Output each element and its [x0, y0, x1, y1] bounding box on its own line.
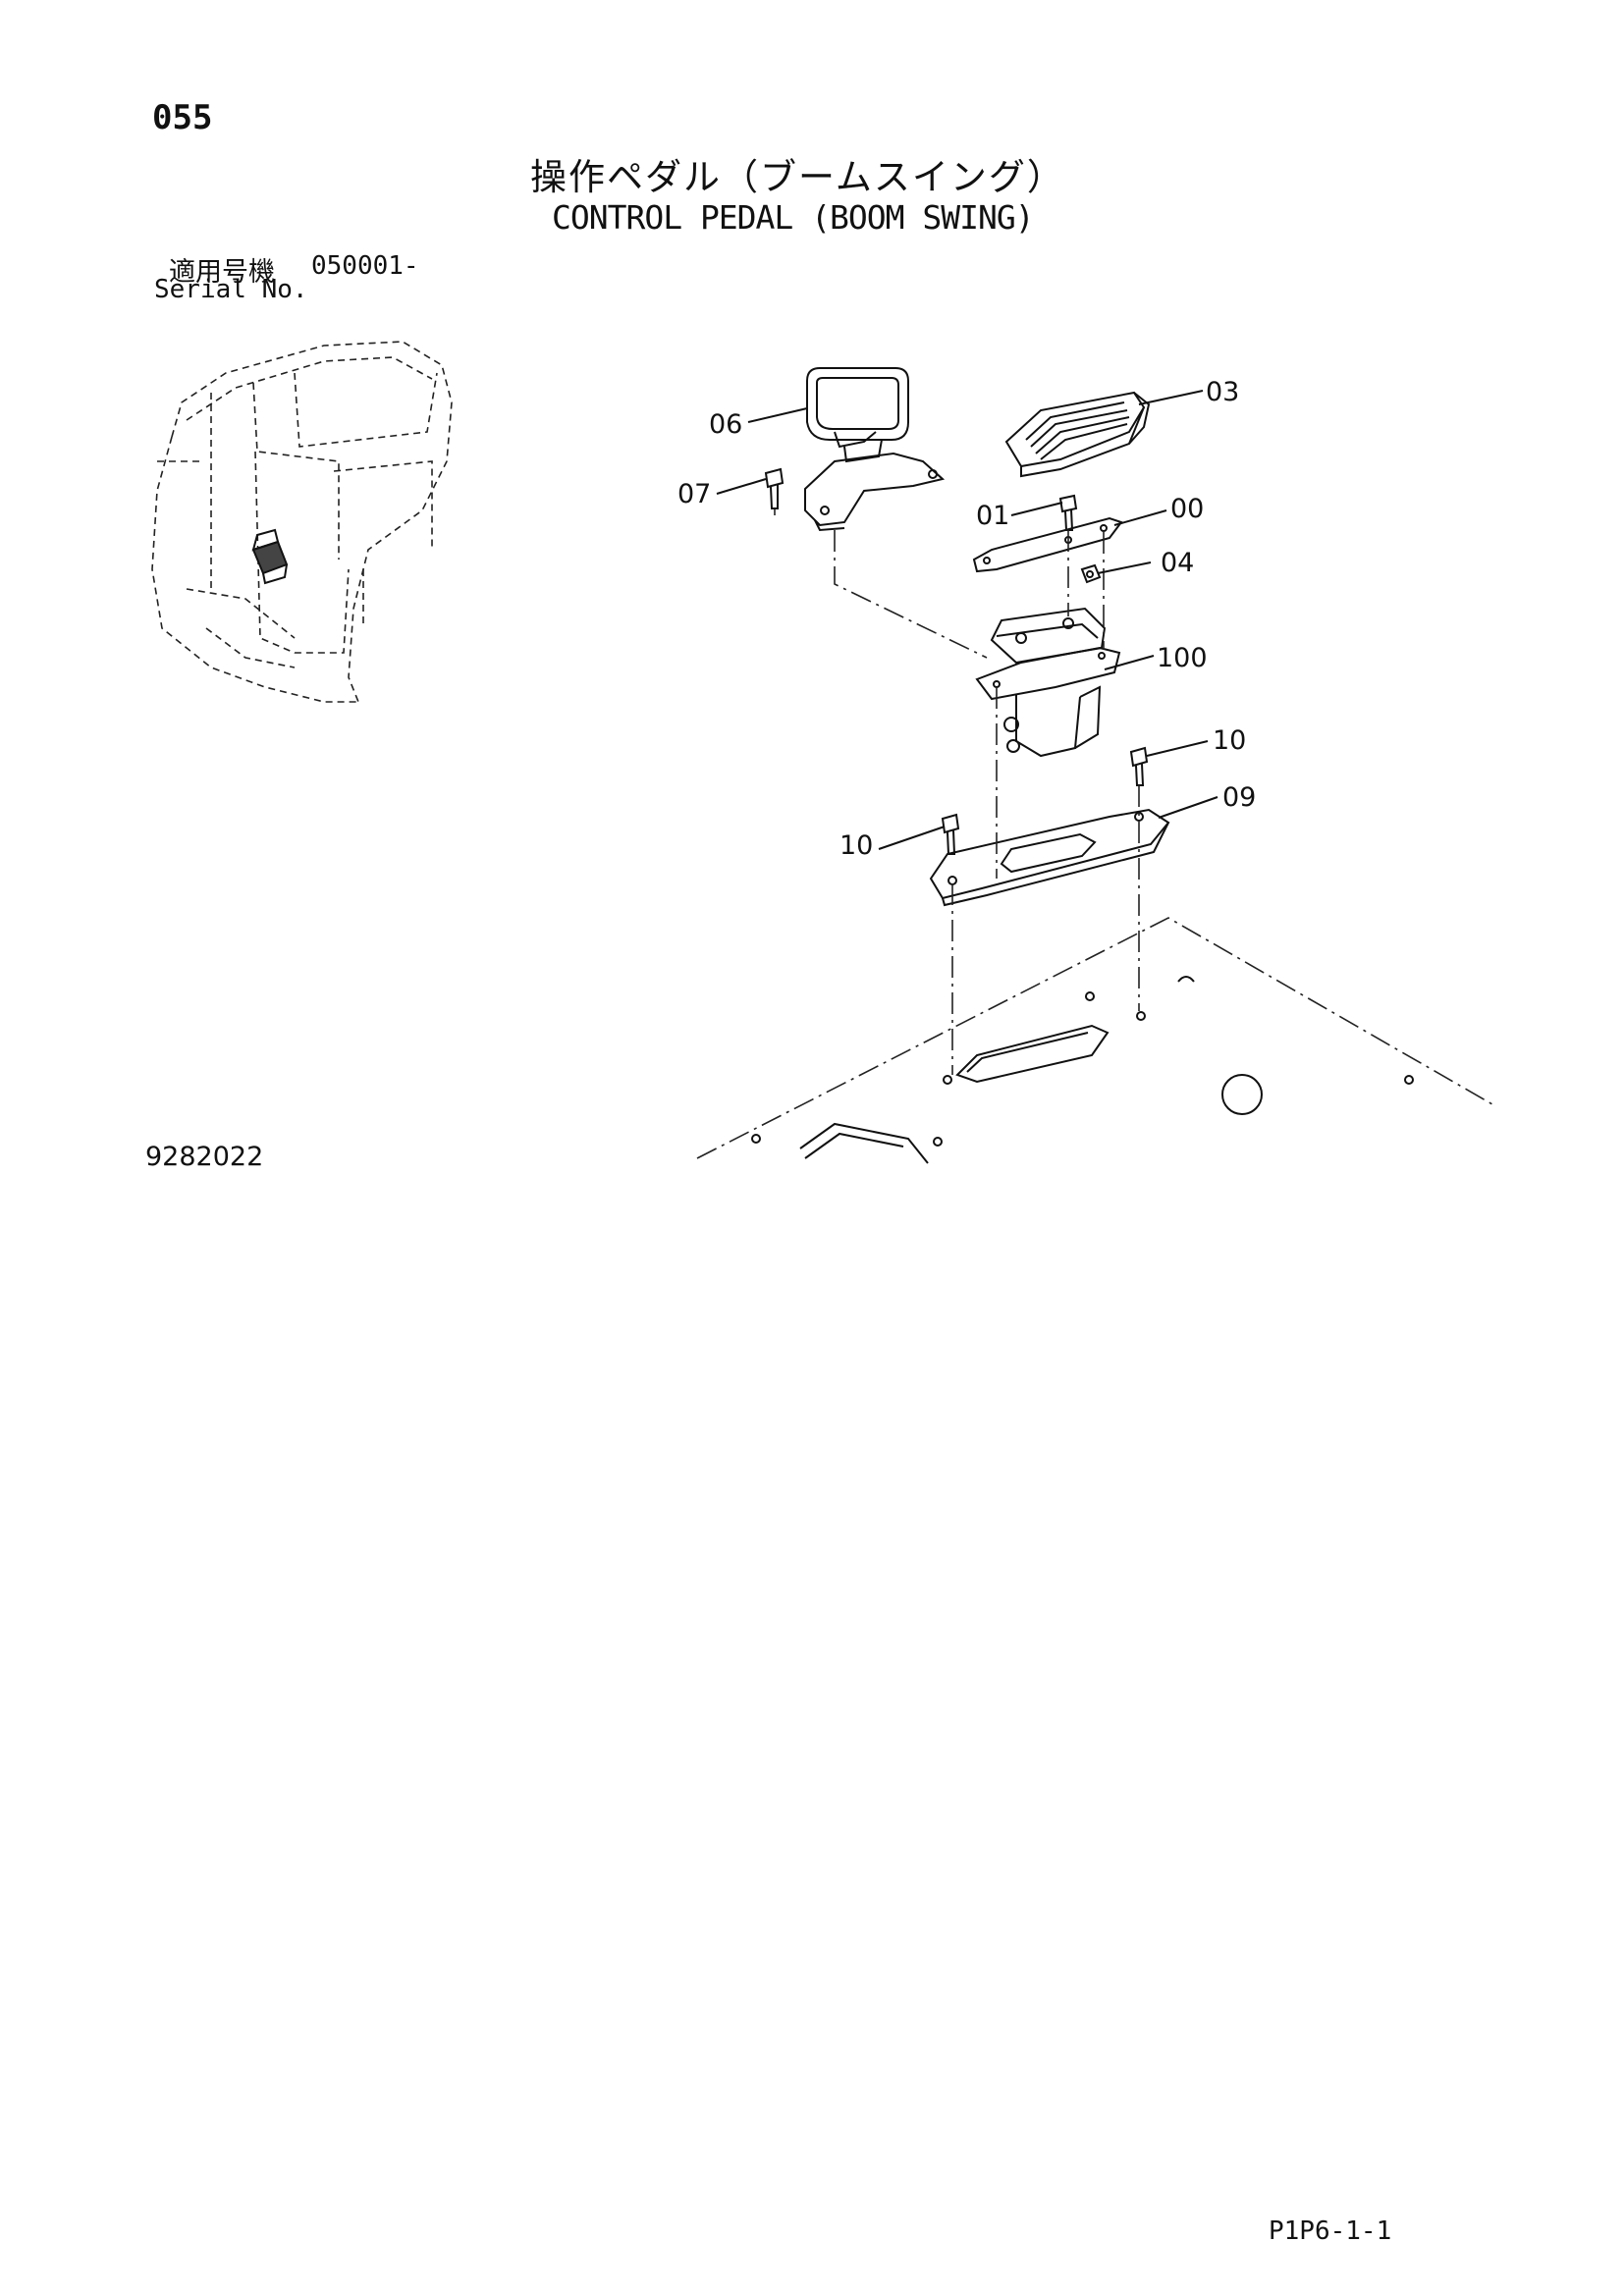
plate-part-00 — [972, 516, 1123, 573]
pedal-cover-part-03 — [1004, 391, 1151, 478]
callout-06: 06 — [709, 409, 742, 440]
title-japanese: 操作ペダル（ブームスイング） — [530, 156, 1065, 198]
cab-locator-illustration — [151, 341, 453, 703]
title-english: CONTROL PEDAL (BOOM SWING) — [552, 198, 1035, 237]
bolt-part-07 — [764, 467, 785, 520]
callout-100: 100 — [1157, 643, 1208, 673]
callout-01: 01 — [976, 501, 1009, 531]
callout-10-right: 10 — [1213, 725, 1246, 756]
callout-04: 04 — [1161, 548, 1194, 578]
bolt-part-10-left — [941, 813, 960, 855]
bolt-part-10-right — [1129, 746, 1149, 786]
assembly-lines — [834, 530, 1140, 1075]
floor-plate — [696, 917, 1493, 1164]
callout-00: 00 — [1170, 494, 1204, 524]
page-number: 055 — [152, 98, 213, 137]
bolt-part-01 — [1058, 494, 1078, 531]
callout-07: 07 — [677, 479, 711, 509]
callout-10-left: 10 — [839, 830, 873, 861]
drawing-code: 9282022 — [145, 1142, 264, 1172]
base-plate-part-09 — [929, 808, 1170, 907]
serial-label-japanese: 適用号機 — [169, 257, 275, 288]
nut-part-04 — [1080, 563, 1102, 584]
serial-range: 050001- — [311, 251, 419, 281]
pedal-bracket-part-06 — [804, 367, 946, 532]
leader-lines — [716, 390, 1218, 850]
page-code: P1P6-1-1 — [1269, 2216, 1392, 2246]
serial-label-english: Serial No. — [154, 275, 308, 304]
callout-09: 09 — [1222, 782, 1256, 813]
pilot-valve-part-100 — [975, 607, 1121, 758]
callout-03: 03 — [1206, 377, 1239, 407]
